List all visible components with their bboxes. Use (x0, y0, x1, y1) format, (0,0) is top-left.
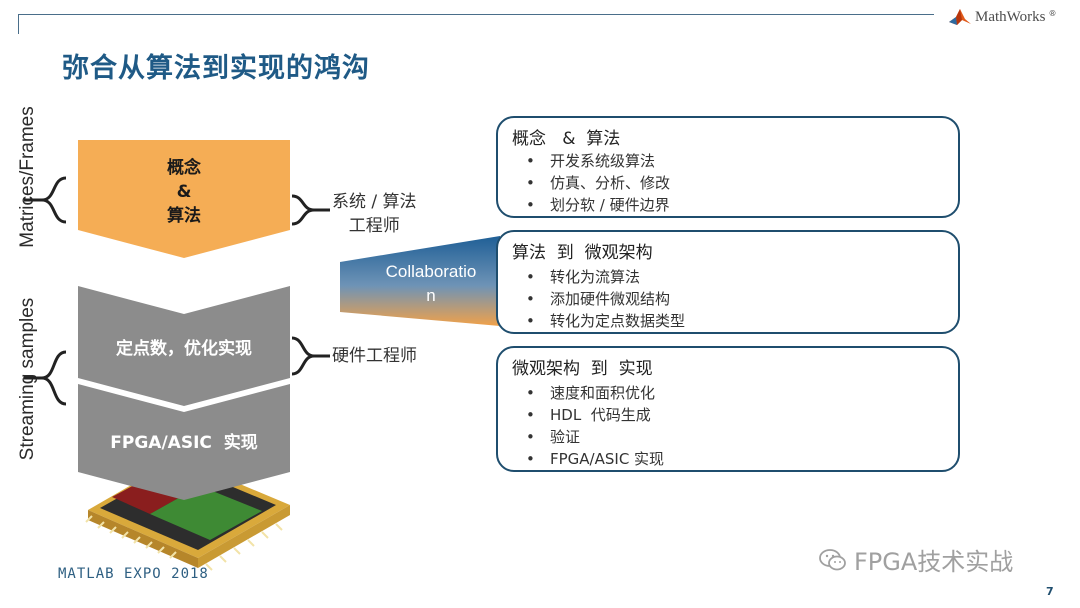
bullet-icon: • (526, 152, 535, 170)
hardware-engineer-label: 硬件工程师 (332, 346, 417, 366)
collaboration-line-1: Collaboratio (385, 262, 477, 281)
list-item: •划分软 / 硬件边界 (526, 196, 670, 214)
list-item: •仿真、分析、修改 (526, 174, 671, 192)
box-algorithm-microarch: 算法 到 微观架构 •转化为流算法 •添加硬件微观结构 •转化为定点数据类型 (496, 230, 960, 334)
list-item: •速度和面积优化 (526, 384, 656, 402)
box-title: 算法 到 微观架构 (512, 243, 653, 263)
box-concept-algorithm: 概念 & 算法 •开发系统级算法 •仿真、分析、修改 •划分软 / 硬件边界 (496, 116, 960, 218)
mathworks-logo: MathWorks® (948, 6, 1056, 28)
bullet-icon: • (526, 174, 535, 192)
list-item: •转化为定点数据类型 (526, 312, 686, 330)
concept-label: 概念 & 算法 (78, 150, 290, 234)
box-list: •转化为流算法 •添加硬件微观结构 •转化为定点数据类型 (526, 266, 686, 332)
list-item: •FPGA/ASIC 实现 (526, 450, 665, 468)
fpga-chevron (78, 384, 290, 500)
collaboration-line-2: n (426, 286, 436, 305)
concept-label-line-2: & (176, 182, 192, 202)
collaboration-wedge (340, 236, 500, 326)
fpga-label: FPGA/ASIC 实现 (110, 432, 258, 453)
collaboration-label: Collaboratio n (372, 260, 490, 308)
bullet-icon: • (526, 384, 535, 402)
list-item: •转化为流算法 (526, 268, 641, 286)
concept-chevron (78, 140, 290, 258)
bullet-icon: • (526, 312, 535, 330)
bullet-icon: • (526, 196, 535, 214)
brace-right-lower (291, 336, 315, 376)
header-rule (18, 14, 934, 15)
list-item: •HDL 代码生成 (526, 406, 651, 424)
footer-event-name: MATLAB EXPO 2018 (58, 566, 209, 582)
bullet-icon: • (526, 406, 535, 424)
box-microarch-implementation: 微观架构 到 实现 •速度和面积优化 •HDL 代码生成 •验证 •FPGA/A… (496, 346, 960, 472)
box-list: •速度和面积优化 •HDL 代码生成 •验证 •FPGA/ASIC 实现 (526, 382, 665, 470)
concept-label-line-3: 算法 (167, 206, 201, 226)
system-engineer-label: 系统 / 算法 工程师 (332, 190, 417, 238)
page-number: 7 (1046, 585, 1054, 598)
list-item: •添加硬件微观结构 (526, 290, 671, 308)
list-item: •验证 (526, 428, 581, 446)
system-engineer-line-1: 系统 / 算法 (332, 192, 417, 212)
membrane-logo-icon (949, 9, 971, 25)
bullet-icon: • (526, 290, 535, 308)
box-list: •开发系统级算法 •仿真、分析、修改 •划分软 / 硬件边界 (526, 150, 671, 216)
brace-right-upper (291, 194, 315, 226)
wechat-icon (819, 548, 846, 570)
box-title: 概念 & 算法 (512, 129, 621, 149)
header-rule-tick (18, 14, 19, 34)
brand-mark: ® (1048, 8, 1057, 18)
page-title: 弥合从算法到实现的鸿沟 (62, 53, 370, 84)
fixed-point-label: 定点数，优化实现 (116, 338, 252, 359)
bullet-icon: • (526, 268, 535, 286)
watermark: FPGA技术实战 (818, 542, 1013, 577)
brand-name: MathWorks (975, 8, 1046, 25)
system-engineer-line-2: 工程师 (348, 216, 400, 236)
bullet-icon: • (526, 428, 535, 446)
bullet-icon: • (526, 450, 535, 468)
fixed-point-chevron (78, 286, 290, 406)
brace-left-lower (41, 350, 67, 406)
concept-label-line-1: 概念 (167, 158, 201, 178)
brace-left-upper (41, 176, 67, 224)
box-title: 微观架构 到 实现 (512, 359, 653, 379)
watermark-text: FPGA技术实战 (854, 548, 1014, 576)
list-item: •开发系统级算法 (526, 152, 656, 170)
